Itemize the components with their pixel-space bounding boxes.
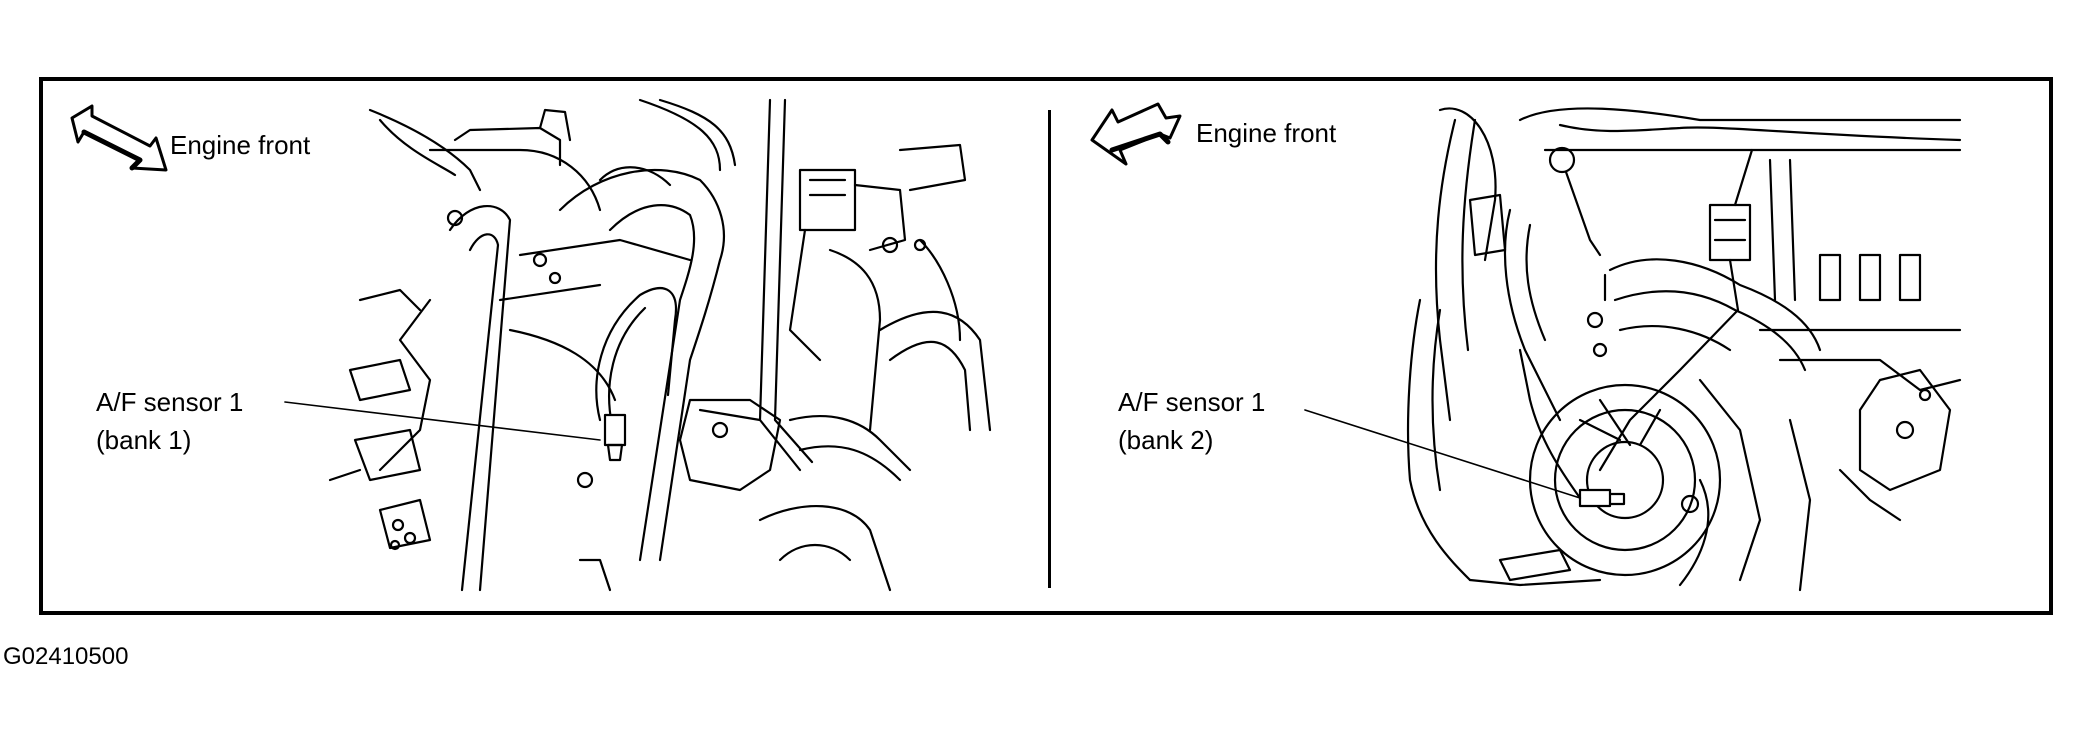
right-bank-label: (bank 2) <box>1118 425 1214 455</box>
right-sensor-label: A/F sensor 1 <box>1118 387 1266 417</box>
figure-code: G02410500 <box>3 643 129 670</box>
right-leader-line <box>1304 409 1581 499</box>
panel-divider <box>1048 110 1051 588</box>
figure-frame <box>39 77 2053 615</box>
left-leader-line <box>284 401 601 441</box>
left-bank-label: (bank 1) <box>96 425 192 455</box>
right-engine-front-label: Engine front <box>1196 118 1337 148</box>
right-engine-drawing <box>1406 107 1962 592</box>
left-engine-drawing <box>328 98 992 592</box>
left-sensor-label: A/F sensor 1 <box>96 387 244 417</box>
left-engine-front-label: Engine front <box>170 130 311 160</box>
left-direction-arrow-icon <box>70 104 168 172</box>
right-direction-arrow-icon <box>1090 102 1182 166</box>
